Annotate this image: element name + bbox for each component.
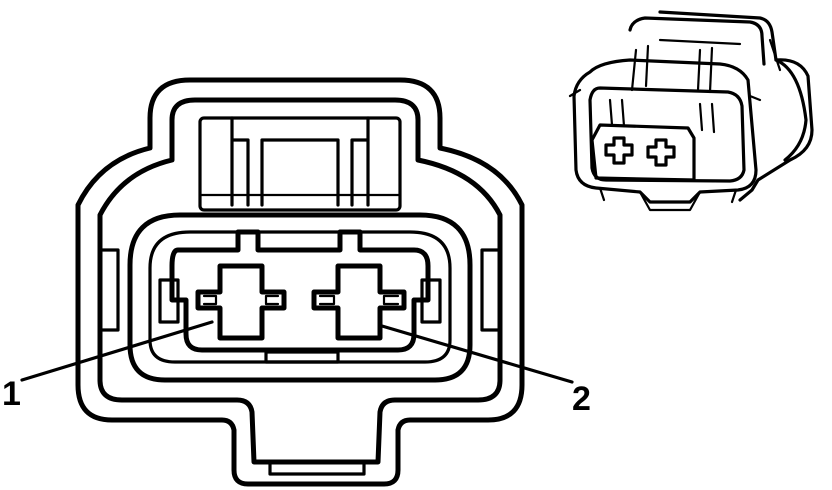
terminal-2 xyxy=(311,263,407,341)
inner-frame-2 xyxy=(148,230,452,364)
iso-front-inner xyxy=(588,86,746,183)
side-ribs xyxy=(98,248,502,332)
iso-front-outer xyxy=(572,58,758,204)
iso-body-back xyxy=(658,10,814,202)
terminal-2-slot-left xyxy=(318,294,336,306)
bottom-latch-tab xyxy=(268,460,366,476)
terminal-1-slot-left xyxy=(202,294,218,306)
right-post xyxy=(420,278,442,324)
terminal-2-slot-right xyxy=(382,294,400,306)
iso-terminal-2 xyxy=(646,138,676,167)
connector-isometric-view xyxy=(568,10,814,212)
housing-outer-outline xyxy=(75,77,525,487)
housing-second-outline xyxy=(97,97,503,465)
iso-top-latch xyxy=(628,16,766,66)
leader-line-2 xyxy=(380,324,574,384)
top-latch xyxy=(198,116,402,212)
terminal-1-slot-right xyxy=(264,294,280,306)
iso-terminal-1 xyxy=(604,136,634,165)
iso-terminal-block xyxy=(590,123,696,182)
callout-label-1: 1 xyxy=(2,375,21,413)
leader-line-1 xyxy=(20,320,214,382)
connector-front-view: 1 2 xyxy=(2,77,591,487)
terminal-cavity-body xyxy=(169,229,431,353)
terminal-1 xyxy=(195,263,287,341)
callout-label-2: 2 xyxy=(572,380,591,418)
left-post xyxy=(158,278,180,324)
inner-frame xyxy=(127,212,473,383)
bottom-slot xyxy=(264,350,340,364)
